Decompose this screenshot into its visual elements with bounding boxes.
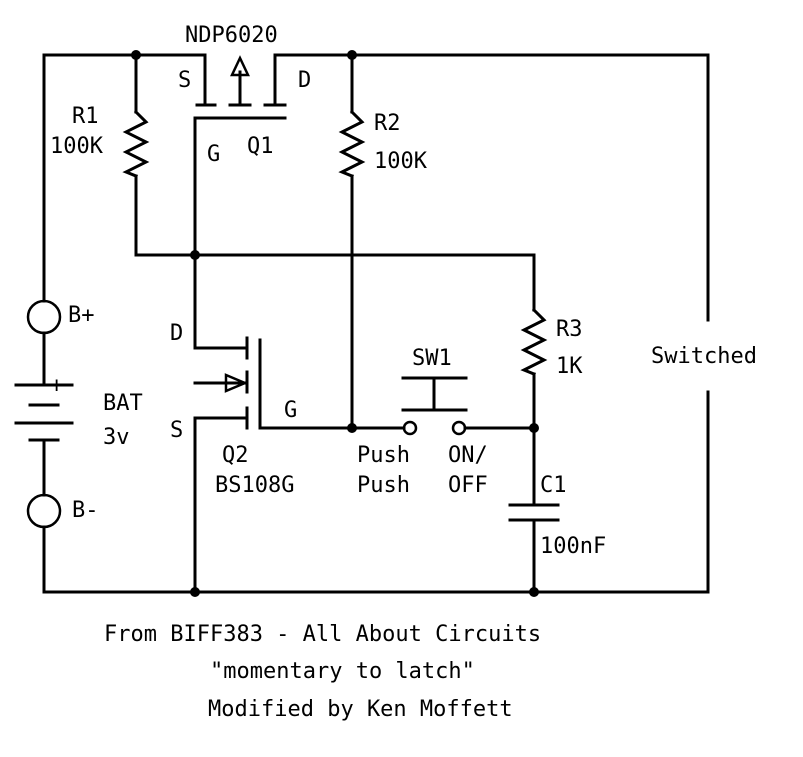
q1-pin-s-label: S — [178, 68, 191, 93]
junction-dot — [190, 250, 200, 260]
caption-line-3: Modified by Ken Moffett — [208, 697, 513, 722]
sw1-ref-label: SW1 — [412, 346, 452, 371]
r3-ref-label: R3 — [556, 317, 583, 342]
b-plus-label: B+ — [68, 303, 95, 328]
junction-dot — [529, 587, 539, 597]
q2-mosfet-symbol — [193, 336, 249, 430]
wire-top-right — [273, 53, 710, 322]
c1-value-label: 100nF — [540, 534, 606, 559]
q1-pin-d-label: D — [298, 68, 311, 93]
q2-pin-d-label: D — [170, 321, 183, 346]
battery-voltage-label: 3v — [103, 425, 130, 450]
junction-dot — [131, 50, 141, 60]
r1-resistor-symbol — [122, 109, 150, 178]
junction-dot — [529, 423, 539, 433]
junction-dot — [347, 423, 357, 433]
sw1-push-label-1: Push — [357, 443, 410, 468]
junction-dot — [347, 50, 357, 60]
junction-dot — [190, 587, 200, 597]
wire-bottom-rail — [42, 390, 710, 594]
r3-value-label: 1K — [556, 354, 583, 379]
battery-symbol — [14, 383, 74, 442]
q2-ref-label: Q2 — [222, 443, 249, 468]
q2-pin-g-label: G — [284, 398, 297, 423]
sw1-off-label: OFF — [448, 473, 488, 498]
wire-q1-gate-q2-drain — [193, 116, 287, 350]
junctions — [131, 50, 539, 597]
sw1-switch-symbol — [401, 376, 468, 436]
r2-value-label: 100K — [374, 149, 428, 174]
r1-value-label: 100K — [50, 134, 104, 159]
switched-output-label: Switched — [651, 344, 757, 369]
q1-mosfet-symbol — [195, 55, 287, 107]
b-plus-terminal — [26, 299, 62, 335]
battery-plus-sign: + — [50, 373, 63, 398]
wire-r1-bottom-node — [134, 174, 536, 312]
caption-line-2: "momentary to latch" — [210, 659, 475, 684]
wires — [42, 53, 710, 594]
r2-ref-label: R2 — [374, 111, 401, 136]
c1-capacitor-symbol — [508, 503, 560, 522]
sw1-push-label-2: Push — [357, 473, 410, 498]
wire-q2-gate — [258, 338, 406, 430]
b-minus-terminal — [26, 493, 62, 529]
q1-pin-g-label: G — [207, 142, 220, 167]
c1-ref-label: C1 — [540, 473, 567, 498]
r2-resistor-symbol — [338, 109, 366, 178]
r3-resistor-symbol — [520, 307, 548, 376]
q2-part-label: BS108G — [215, 473, 294, 498]
q1-part-label: NDP6020 — [185, 23, 278, 48]
caption-line-1: From BIFF383 - All About Circuits — [104, 622, 541, 647]
wire-q2-source — [193, 416, 249, 594]
wire-top-left — [42, 53, 207, 303]
q2-pin-s-label: S — [170, 418, 183, 443]
b-minus-label: B- — [72, 498, 99, 523]
q1-ref-label: Q1 — [247, 134, 274, 159]
battery-ref-label: BAT — [103, 391, 143, 416]
sw1-on-label: ON/ — [448, 443, 488, 468]
r1-ref-label: R1 — [72, 104, 99, 129]
